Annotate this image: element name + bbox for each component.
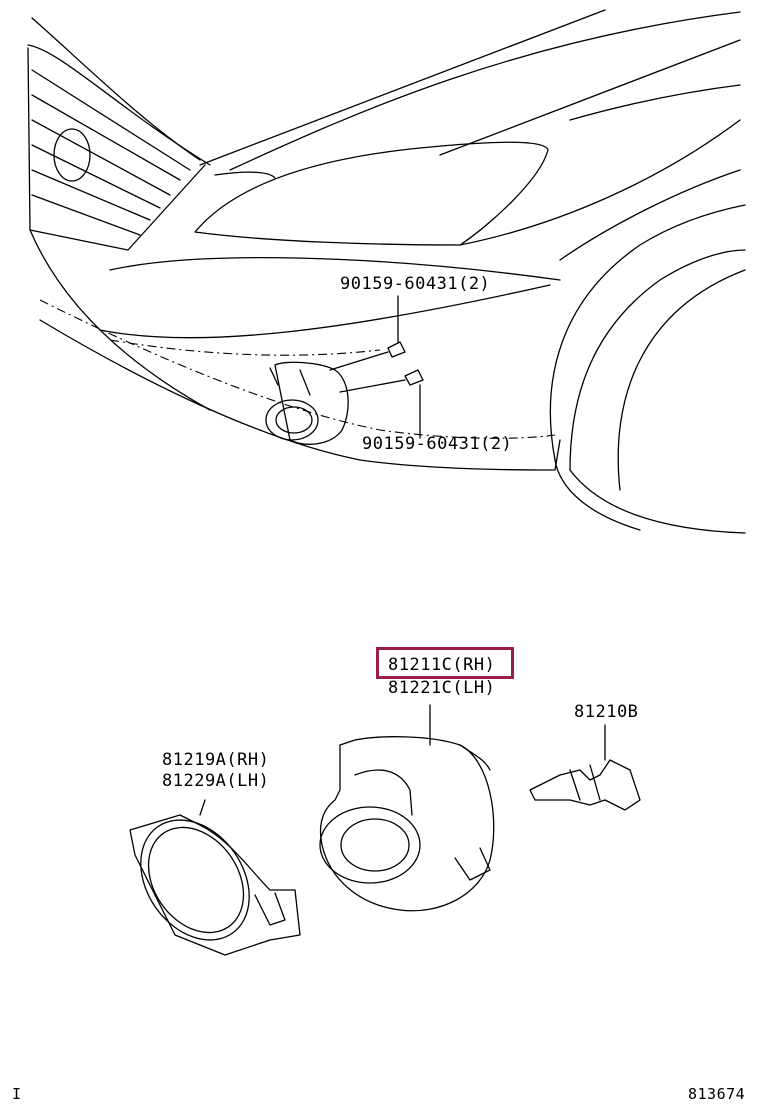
callout-bolt-lower: 90159-60431(2) xyxy=(362,434,513,454)
callout-bolt-upper: 90159-60431(2) xyxy=(340,274,491,294)
callout-cover-lh: 81229A(LH) xyxy=(162,771,270,791)
fog-lamp-installed xyxy=(265,361,349,445)
figure-number: 813674 xyxy=(688,1085,746,1103)
part-highlight-box xyxy=(376,647,514,679)
footer-left-mark: I xyxy=(12,1085,22,1103)
callout-bulb: 81210B xyxy=(574,702,639,722)
car-front-illustration xyxy=(27,9,746,534)
bulb-illustration xyxy=(529,724,641,811)
bolt-upper xyxy=(329,341,406,371)
bolt-lower xyxy=(339,369,424,393)
callout-cover-rh: 81219A(RH) xyxy=(162,750,270,770)
callout-fog-lamp-lh: 81221C(LH) xyxy=(388,678,496,698)
fog-lamp-assembly xyxy=(319,704,495,912)
callout-fog-lamp-rh: 81211C(RH) xyxy=(388,655,496,675)
fog-lamp-cover xyxy=(129,799,301,956)
